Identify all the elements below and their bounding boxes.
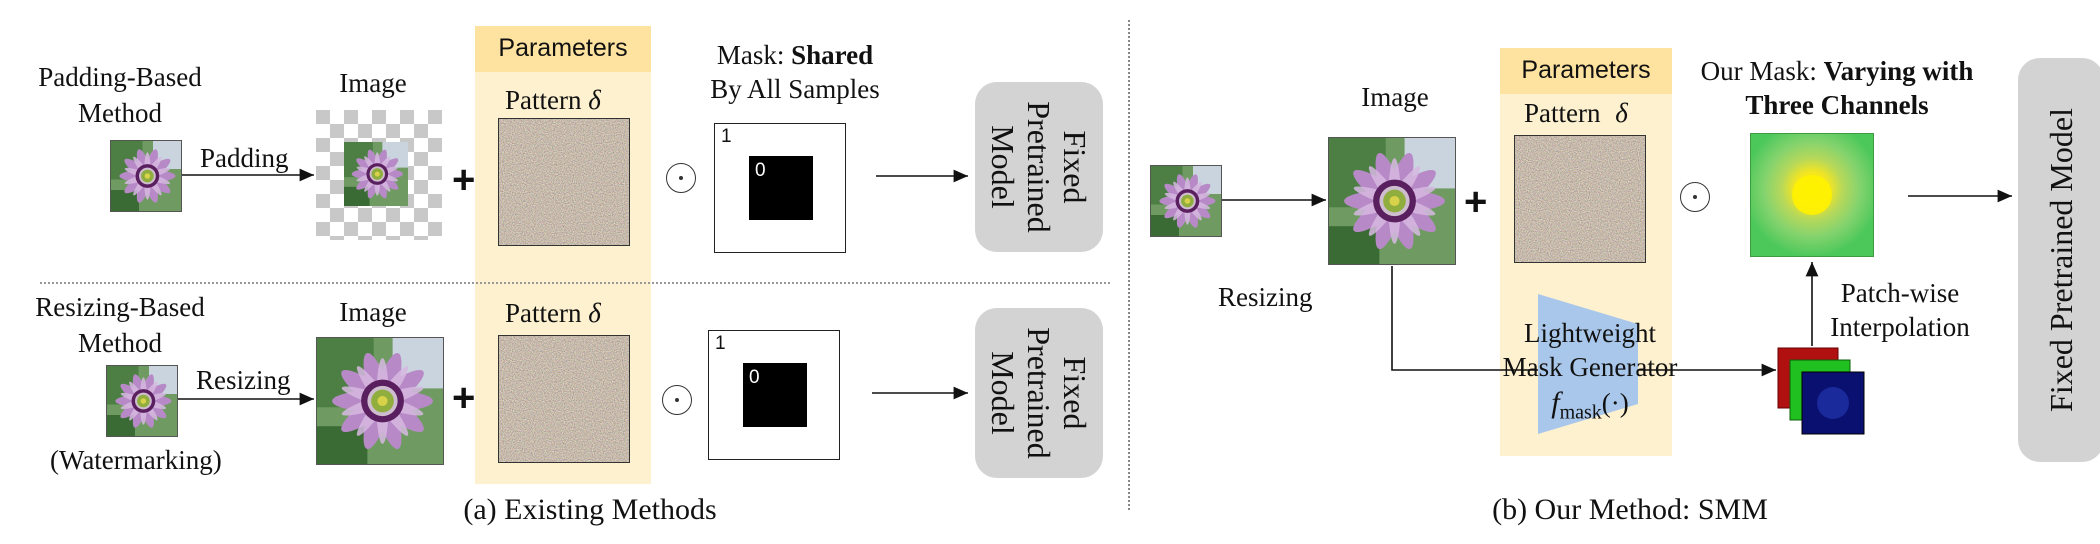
- parameters-header: Parameters: [475, 26, 651, 72]
- image-label: Image: [339, 68, 407, 98]
- passion-flower-image: [316, 337, 444, 465]
- padding-arrow-label: Padding: [200, 143, 289, 173]
- passion-flower-image: [1150, 165, 1222, 237]
- fixed-pretrained-model-top: Fixed Pretrained Model: [975, 82, 1103, 252]
- passion-flower-image: [1328, 137, 1456, 265]
- mask-generator-trapezoid: [1538, 294, 1638, 434]
- hadamard-product-icon: [662, 385, 692, 415]
- patch-wise-interpolation-label: Patch-wise Interpolation: [1830, 278, 1970, 342]
- hadamard-product-icon: [1680, 182, 1710, 212]
- plus-icon: +: [452, 158, 476, 202]
- hadamard-product-icon: [666, 163, 696, 193]
- plus-icon: +: [452, 376, 476, 420]
- panel-divider: [1128, 20, 1130, 510]
- noise-pattern: [1514, 135, 1646, 263]
- image-to-generator-line: [1391, 266, 1538, 371]
- our-mask-label: Our Mask: Varying with Three Channels: [1700, 56, 1974, 120]
- fixed-pretrained-model: Fixed Pretrained Model: [2018, 58, 2100, 462]
- image-label: Image: [339, 297, 407, 327]
- left-caption: (a) Existing Methods: [463, 493, 717, 526]
- pattern-label: Pattern δ: [1524, 98, 1628, 128]
- resizing-method-label: Resizing-Based Method: [35, 292, 205, 358]
- plus-icon: +: [1464, 180, 1488, 224]
- image-label: Image: [1361, 82, 1429, 112]
- varying-three-channel-mask: [1750, 133, 1874, 257]
- checkerboard-padding: [316, 110, 442, 240]
- shared-mask: 1 0: [708, 330, 840, 460]
- padding-method-label: Padding-Based Method: [38, 62, 202, 128]
- shared-mask: 1 0: [714, 123, 846, 253]
- fixed-pretrained-model-bottom: Fixed Pretrained Model: [975, 308, 1103, 478]
- noise-pattern: [498, 335, 630, 463]
- rgb-channel-stack: [1777, 347, 1865, 435]
- row-divider: [40, 282, 1110, 284]
- noise-pattern: [498, 118, 630, 246]
- passion-flower-image: [106, 365, 178, 437]
- pattern-label: Pattern δ: [505, 298, 601, 328]
- right-caption: (b) Our Method: SMM: [1492, 493, 1768, 526]
- passion-flower-image: [110, 140, 182, 212]
- resizing-arrow-label: Resizing: [196, 365, 291, 395]
- parameters-header: Parameters: [1500, 48, 1672, 94]
- resizing-label: Resizing: [1218, 282, 1313, 312]
- pattern-label: Pattern δ: [505, 85, 601, 115]
- watermarking-note: (Watermarking): [50, 445, 222, 475]
- mask-label: Mask: Shared By All Samples: [710, 40, 880, 104]
- mask-generator-label: Lightweight Mask Generator fmask(·): [1502, 318, 1678, 424]
